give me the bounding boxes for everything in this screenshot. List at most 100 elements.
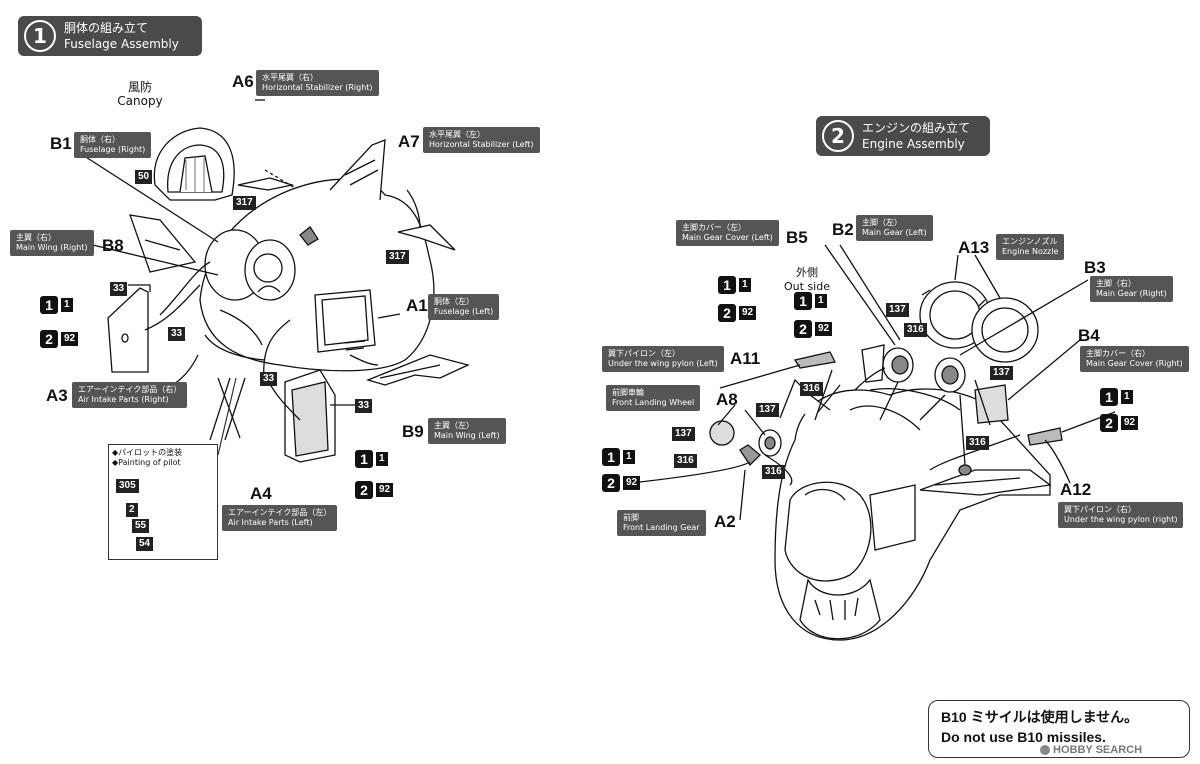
color-code-a4-1: 1 1 (355, 450, 388, 468)
label-b1-en: Fuselage (Right) (80, 145, 146, 154)
step-1-title-ja: 胴体の組み立て (64, 21, 149, 35)
label-a12-en: Under the wing pylon (right) (1064, 515, 1178, 524)
label-a6-en: Horizontal Stabilizer (Right) (262, 83, 373, 92)
color-code-b5-2: 2 92 (718, 304, 757, 322)
color-badge: 2 (40, 330, 58, 348)
color-code-outside-2: 2 92 (794, 320, 833, 338)
part-id-a7: A7 (398, 132, 420, 151)
color-num: 1 (376, 452, 388, 466)
label-b2: 主脚（左） Main Gear (Left) (856, 215, 933, 241)
paint-code-33-c: 33 (260, 372, 278, 386)
label-a2: 前脚 Front Landing Gear (617, 510, 706, 536)
paint-code-50: 50 (135, 170, 153, 184)
part-id-b2: B2 (832, 220, 854, 239)
canopy-en: Canopy (117, 94, 163, 108)
color-badge: 1 (718, 276, 736, 294)
paint-code-316-a: 316 (904, 323, 927, 337)
label-a1: 胴体（左） Fuselage (Left) (428, 294, 500, 320)
part-id-a13: A13 (958, 238, 990, 257)
pilot-title-ja: ◆パイロットの塗装 (112, 448, 183, 457)
pilot-title-en: ◆Painting of pilot (112, 458, 181, 467)
canopy-label: 風防 Canopy (105, 80, 175, 108)
color-badge: 1 (40, 296, 58, 314)
step-2-title-en: Engine Assembly (862, 137, 965, 151)
step-1-number: 1 (24, 20, 56, 52)
label-b8: 主翼（右） Main Wing (Right) (10, 230, 94, 256)
part-id-a3: A3 (46, 386, 68, 405)
label-a4-en: Air Intake Parts (Left) (228, 518, 313, 527)
color-badge: 2 (718, 304, 736, 322)
paint-code-137-c: 137 (672, 427, 695, 441)
step-1-header: 1 胴体の組み立て Fuselage Assembly (18, 16, 202, 56)
color-code-a2-2: 2 92 (602, 474, 641, 492)
paint-code-316-c: 316 (966, 436, 989, 450)
part-id-a8: A8 (716, 390, 738, 409)
pilot-painting-box (108, 444, 218, 560)
color-code-a3-2: 2 92 (40, 330, 79, 348)
label-a11-ja: 翼下パイロン（左） (608, 349, 680, 358)
label-a1-en: Fuselage (Left) (434, 307, 494, 316)
label-a11-en: Under the wing pylon (Left) (608, 359, 718, 368)
label-b4-ja: 主脚カバー（右） (1086, 349, 1150, 358)
color-num: 1 (739, 278, 751, 292)
label-b2-ja: 主脚（左） (862, 218, 902, 227)
color-badge: 1 (355, 450, 373, 468)
color-num: 92 (623, 476, 641, 490)
label-a8: 前脚車輪 Front Landing Wheel (606, 385, 701, 411)
color-num: 92 (1121, 416, 1139, 430)
paint-code-137-a: 137 (886, 303, 909, 317)
step-2-header: 2 エンジンの組み立て Engine Assembly (816, 116, 990, 156)
paint-code-137-d: 137 (756, 403, 779, 417)
color-code-b5-1: 1 1 (718, 276, 751, 294)
color-code-outside-1: 1 1 (794, 292, 827, 310)
pilot-code-54: 54 (136, 537, 154, 551)
paint-code-33-b: 33 (168, 327, 186, 341)
label-b1-ja: 胴体（右） (80, 135, 120, 144)
label-a6: 水平尾翼（右） Horizontal Stabilizer (Right) (256, 70, 379, 96)
color-num: 92 (61, 332, 79, 346)
paint-code-316-d: 316 (674, 454, 697, 468)
color-badge: 2 (355, 481, 373, 499)
part-id-b8: B8 (102, 236, 124, 255)
outside-label: 外側 Out side (782, 266, 832, 294)
label-a8-en: Front Landing Wheel (612, 398, 695, 407)
color-badge: 2 (1100, 414, 1118, 432)
paint-code-316-e: 316 (762, 465, 785, 479)
label-a7: 水平尾翼（左） Horizontal Stabilizer (Left) (423, 127, 540, 153)
note-line-ja: B10 ミサイルは使用しません。 (941, 709, 1139, 725)
label-b3-ja: 主脚（右） (1096, 279, 1136, 288)
label-b5-en: Main Gear Cover (Left) (682, 233, 773, 242)
label-a13: エンジンノズル Engine Nozzle (996, 234, 1065, 260)
label-a8-ja: 前脚車輪 (612, 388, 644, 397)
label-a7-ja: 水平尾翼（左） (429, 130, 485, 139)
label-a3: エアーインテイク部品（右） Air Intake Parts (Right) (72, 382, 188, 408)
color-badge: 1 (602, 448, 620, 466)
label-a13-ja: エンジンノズル (1002, 237, 1058, 246)
label-a4: エアーインテイク部品（左） Air Intake Parts (Left) (222, 505, 338, 531)
color-badge: 2 (794, 320, 812, 338)
label-b8-en: Main Wing (Right) (16, 243, 88, 252)
pilot-code-2: 2 (126, 503, 138, 517)
label-a13-en: Engine Nozzle (1002, 247, 1059, 256)
label-b5: 主脚カバー（左） Main Gear Cover (Left) (676, 220, 779, 246)
label-b2-en: Main Gear (Left) (862, 228, 927, 237)
label-b3: 主脚（右） Main Gear (Right) (1090, 276, 1173, 302)
watermark: HOBBY SEARCH (1040, 744, 1142, 756)
label-b9-ja: 主翼（左） (434, 421, 474, 430)
pilot-code-55: 55 (132, 519, 150, 533)
color-badge: 1 (1100, 388, 1118, 406)
label-a3-en: Air Intake Parts (Right) (78, 395, 169, 404)
label-a2-ja: 前脚 (623, 513, 639, 522)
color-num: 92 (739, 306, 757, 320)
color-num: 1 (815, 294, 827, 308)
label-a3-ja: エアーインテイク部品（右） (78, 385, 182, 394)
part-id-b4: B4 (1078, 326, 1100, 345)
paint-code-317-top: 317 (233, 196, 256, 210)
color-num: 92 (376, 483, 394, 497)
paint-code-316-b: 316 (800, 382, 823, 396)
label-b9: 主翼（左） Main Wing (Left) (428, 418, 506, 444)
paint-code-137-b: 137 (990, 366, 1013, 380)
label-b8-ja: 主翼（右） (16, 233, 56, 242)
label-a7-en: Horizontal Stabilizer (Left) (429, 140, 534, 149)
